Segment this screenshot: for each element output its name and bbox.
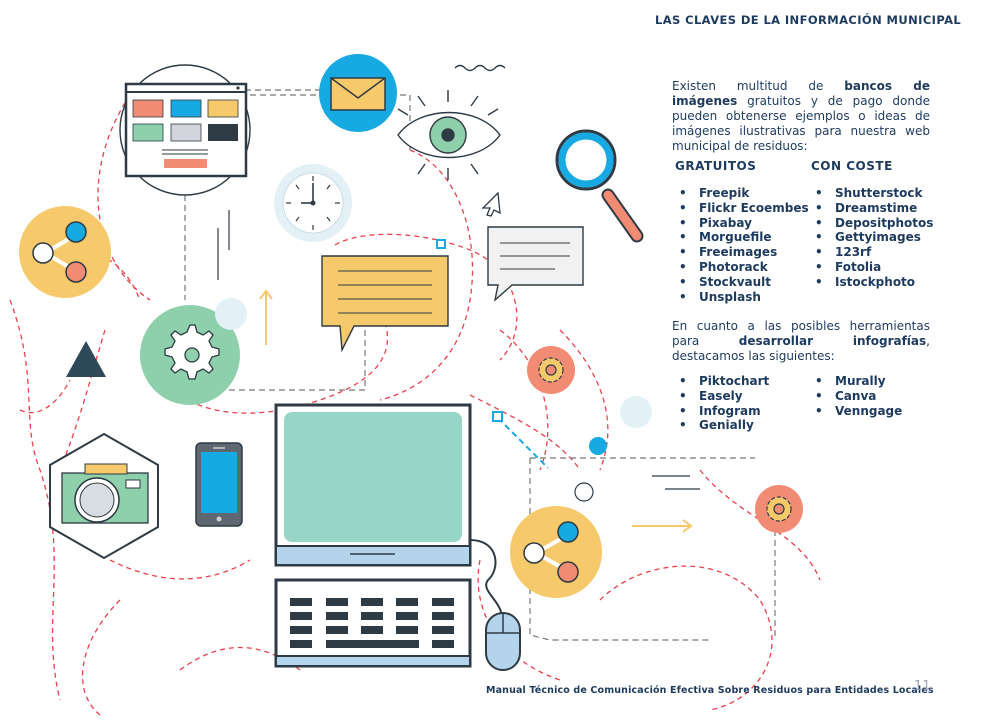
list-item: Istockphoto	[811, 275, 936, 290]
tools-list-left: Piktochart Easely Infogram Genially	[675, 374, 805, 433]
free-banks-heading: GRATUITOS	[675, 159, 757, 173]
camera-icon	[49, 432, 159, 560]
list-item: Unsplash	[675, 290, 805, 305]
text-line-decoration	[652, 475, 700, 490]
list-item: Flickr Ecoembes	[675, 201, 809, 216]
vertical-accent-lines	[217, 210, 230, 280]
free-banks-list: Freepik Flickr Ecoembes Pixabay Morguefi…	[675, 186, 809, 305]
list-item: Morguefile	[675, 230, 805, 245]
list-item: Piktochart	[675, 374, 805, 389]
clock-icon	[274, 164, 352, 242]
list-item: 123rf	[811, 245, 936, 260]
list-item: Canva	[811, 389, 936, 404]
paid-banks-list: Shutterstock Dreamstime Depositphotos Ge…	[811, 186, 936, 290]
small-square-icon	[436, 239, 446, 249]
page-header-title: LAS CLAVES DE LA INFORMACIÓN MUNICIPAL	[655, 13, 962, 27]
browser-window-icon	[119, 64, 251, 196]
tools-paragraph: En cuanto a las posibles herramientas pa…	[672, 319, 930, 364]
dot-decoration	[589, 437, 607, 455]
smartphone-icon	[195, 442, 243, 527]
connector-node-icon	[492, 411, 549, 469]
computer-monitor-icon	[274, 403, 472, 567]
list-item: Pixabay	[675, 216, 805, 231]
mail-icon	[319, 54, 397, 132]
gear-icon	[527, 346, 575, 394]
tools-text: , destacamos las siguientes:	[672, 334, 930, 363]
list-item: Freeimages	[675, 245, 805, 260]
squiggle-decoration	[454, 64, 506, 72]
cursor-icon	[481, 191, 501, 217]
paid-banks-heading: CON COSTE	[811, 159, 893, 173]
magnifier-icon	[555, 129, 644, 243]
footer-text: Manual Técnico de Comunicación Efectiva …	[486, 685, 934, 696]
intro-bold-text: bancos de imágenes	[672, 79, 930, 108]
list-item: Infogram	[675, 404, 805, 419]
tools-text: En cuanto a las posibles herramientas pa…	[672, 319, 930, 348]
list-item: Murally	[811, 374, 936, 389]
page-number: 11	[914, 679, 931, 694]
free-banks-section: GRATUITOS Freepik Flickr Ecoembes Pixaba…	[675, 159, 809, 305]
speech-bubble-icon	[487, 226, 584, 302]
gear-icon	[755, 485, 803, 533]
share-icon	[19, 206, 111, 298]
arrow-right-icon	[632, 519, 693, 533]
gear-icon	[140, 298, 247, 405]
intro-paragraph: Existen multitud de bancos de imágenes g…	[672, 79, 930, 154]
list-item: Shutterstock	[811, 186, 936, 201]
chat-bubble-icon	[321, 255, 449, 353]
intro-text: gratuitos y de pago donde pueden obtener…	[672, 94, 930, 153]
triangle-icon	[66, 341, 106, 377]
tools-list-right: Murally Canva Venngage	[811, 374, 936, 418]
share-icon	[510, 506, 602, 598]
dot-decoration	[620, 396, 652, 428]
list-item: Stockvault	[675, 275, 805, 290]
list-item: Fotolia	[811, 260, 936, 275]
list-item: Freepik	[675, 186, 805, 201]
mouse-icon	[469, 539, 521, 671]
list-item: Venngage	[811, 404, 936, 419]
arrow-up-icon	[259, 289, 273, 345]
list-item: Dreamstime	[811, 201, 936, 216]
dot-decoration	[574, 482, 594, 502]
intro-text: Existen multitud de	[672, 79, 845, 93]
list-item: Easely	[675, 389, 805, 404]
paid-banks-section: CON COSTE Shutterstock Dreamstime Deposi…	[811, 159, 936, 290]
eye-icon	[397, 90, 501, 180]
keyboard-icon	[274, 578, 472, 668]
list-item: Gettyimages	[811, 230, 936, 245]
list-item: Depositphotos	[811, 216, 936, 231]
tools-bold-text: desarrollar infografías	[738, 334, 927, 348]
list-item: Photorack	[675, 260, 805, 275]
list-item: Genially	[675, 418, 805, 433]
